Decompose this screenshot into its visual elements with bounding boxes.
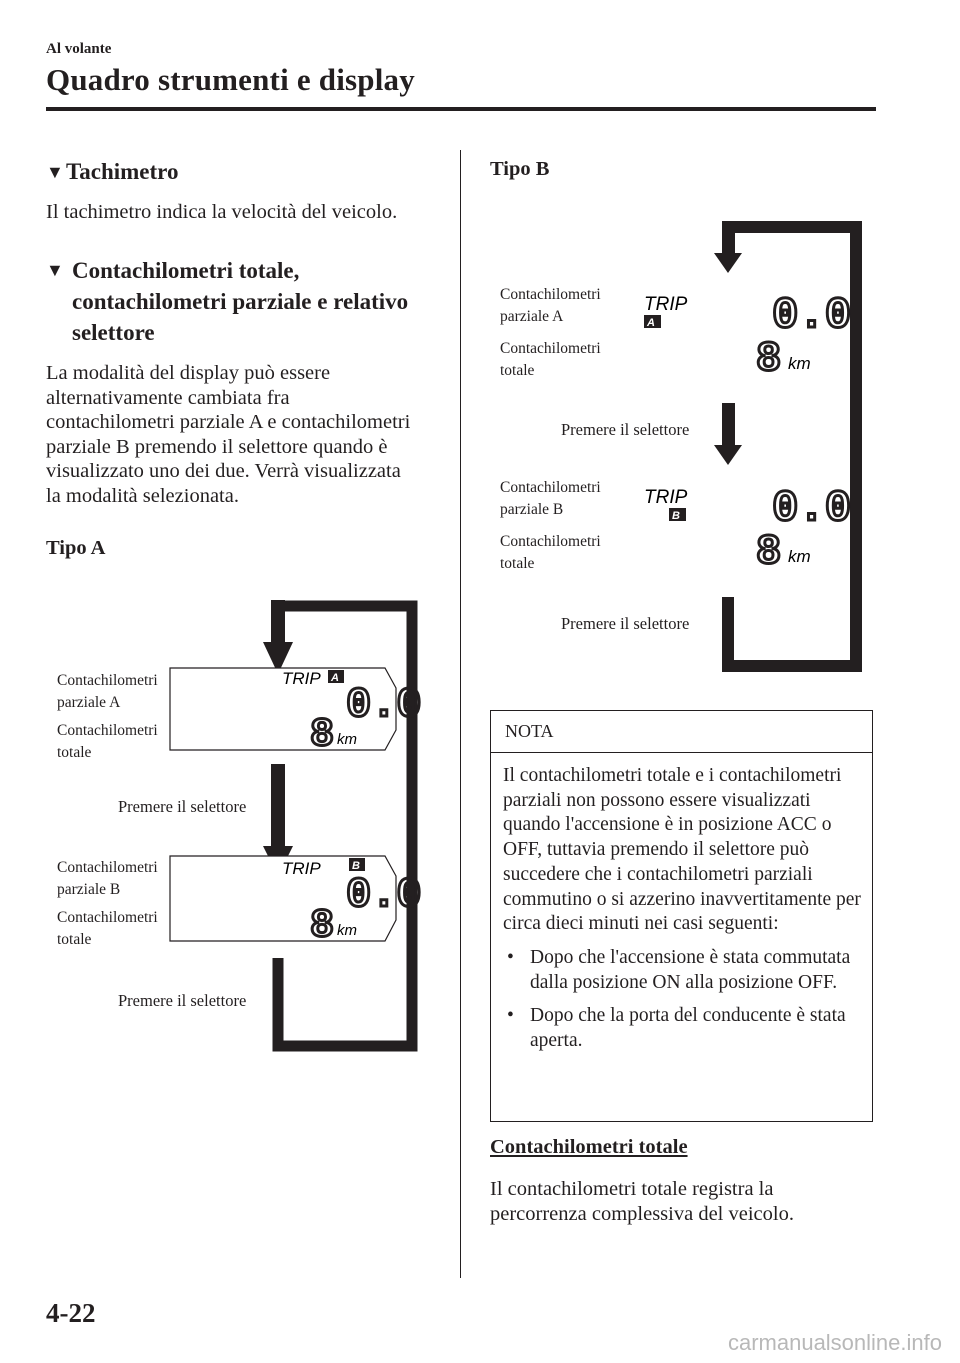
heading-tachimetro: ▼Tachimetro — [46, 156, 178, 188]
down-arrow-icon — [263, 642, 293, 674]
tipo-a-label: Tipo A — [46, 537, 106, 559]
trip-value: 0.0 — [346, 871, 422, 919]
note-bullet: Dopo che l'accensione è stata commutata … — [503, 946, 863, 995]
unit-km: km — [788, 547, 811, 566]
trip-word: TRIP — [644, 487, 688, 508]
odo-value: 8 — [756, 335, 781, 383]
display-trip-a: TRIP A 0.0 8 km — [644, 290, 853, 385]
note-box: NOTA Il contachilometri totale e i conta… — [490, 710, 873, 1122]
odo-value: 8 — [756, 528, 781, 576]
trip-b-badge-letter: B — [672, 510, 680, 522]
diagram-b-press-1: Premere il selettore — [561, 420, 690, 439]
display-trip-b: TRIP B 0.0 8 km — [644, 483, 853, 578]
triangle-down-icon: ▼ — [46, 260, 64, 280]
tipo-b-label: Tipo B — [490, 158, 550, 180]
loop-arrow-shaft — [722, 221, 735, 255]
section-label: Al volante — [46, 41, 112, 57]
arrow-shaft-1 — [271, 764, 285, 852]
page-number: 4-22 — [46, 1298, 96, 1328]
watermark: carmanualsonline.info — [727, 1330, 942, 1355]
trip-b-badge — [349, 858, 365, 871]
diagram-a-graphic: TRIP A 0.0 8 km TRIP B 0.0 8 km — [169, 600, 423, 1052]
unit-km: km — [788, 354, 811, 373]
trip-a-badge — [328, 670, 344, 683]
note-bullet: Dopo che la porta del conducente è stata… — [503, 1004, 863, 1053]
trip-b-badge — [669, 508, 686, 521]
para-display-mode: La modalità del display può essere alter… — [46, 362, 411, 507]
trip-word: TRIP — [282, 859, 321, 878]
trip-value: 0.0 — [772, 291, 851, 341]
arrow-shaft-1 — [722, 403, 735, 447]
diagram-a-press-2: Premere il selettore — [118, 991, 247, 1010]
down-arrow-icon — [714, 253, 742, 273]
loop-arrow-shaft — [271, 600, 285, 642]
loop-frame — [722, 221, 862, 672]
diagram-b-press-2: Premere il selettore — [561, 614, 690, 633]
odo-value: 8 — [310, 713, 334, 758]
trip-word: TRIP — [282, 669, 321, 688]
trip-word: TRIP — [644, 294, 688, 315]
page-title: Quadro strumenti e display — [46, 62, 415, 97]
note-body: Il contachilometri totale e i contachilo… — [503, 764, 863, 1054]
down-arrow-icon — [714, 445, 742, 465]
trip-value: 0.0 — [346, 681, 422, 729]
display-trip-b: TRIP B 0.0 8 km — [169, 855, 423, 951]
title-rule — [46, 107, 876, 111]
column-divider — [460, 150, 461, 1278]
odo-value: 8 — [310, 904, 334, 949]
diagram-b-graphic: TRIP A 0.0 8 km TRIP B 0.0 8 km — [644, 221, 862, 672]
trip-value: 0.0 — [772, 484, 851, 534]
loop-frame — [272, 600, 418, 1052]
note-title: NOTA — [491, 711, 872, 753]
note-text: Il contachilometri totale e i contachilo… — [503, 765, 861, 935]
trip-a-badge-letter: A — [330, 672, 339, 684]
unit-km: km — [337, 922, 357, 939]
trip-a-badge — [644, 315, 661, 328]
heading-contachilometri: ▼ Contachilometri totale, contachilometr… — [46, 255, 426, 348]
trip-a-badge-letter: A — [646, 317, 655, 329]
trip-b-badge-letter: B — [352, 860, 360, 872]
odo-subheading: Contachilometri totale — [490, 1136, 688, 1158]
odo-text: Il contachilometri totale registra la pe… — [490, 1178, 794, 1225]
unit-km: km — [337, 731, 357, 748]
display-trip-a: TRIP A 0.0 8 km — [169, 667, 423, 760]
para-tachimetro: Il tachimetro indica la velocità del vei… — [46, 201, 398, 223]
triangle-down-icon: ▼ — [46, 162, 64, 182]
diagram-a-press-1: Premere il selettore — [118, 797, 247, 816]
